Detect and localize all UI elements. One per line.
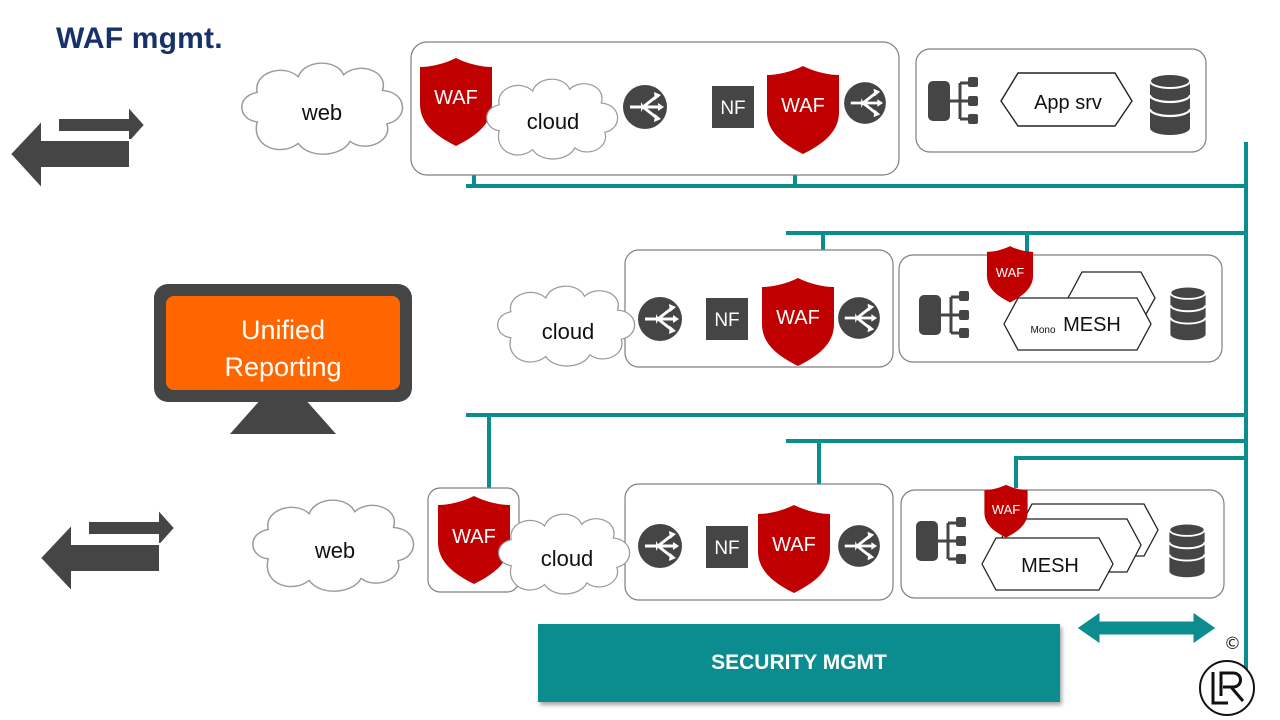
nf-box-row1: NF [712,86,754,128]
unified-reporting-monitor [154,284,412,434]
unified-reporting-label: Unified Reporting [166,304,400,394]
nf-box-row2: NF [706,298,748,340]
mesh-stack-row3: MESH [981,503,1159,591]
cloud-row2: cloud [497,285,636,367]
web-cloud-row1: web [241,62,404,155]
client-arrows-bottom [38,506,177,595]
load-balancer-icon [836,295,882,341]
waf-shield-row3-edge: WAF [438,496,510,584]
security-mgmt-banner: SECURITY MGMT [538,624,1060,702]
mesh-label: MESH [1063,314,1121,336]
mono-label: Mono [1030,325,1055,336]
waf-label: WAF [996,265,1024,280]
load-balancer-icon [636,522,684,570]
cloud-row1: cloud [486,78,619,160]
waf-label: WAF [781,95,825,117]
nf-label: NF [720,98,745,119]
waf-shield-row1-edge: WAF [420,58,492,146]
web-label: web [314,538,355,563]
bidirectional-arrow [1076,611,1217,645]
load-balancer-icon [836,523,882,569]
waf-shield-row1-cloud: WAF [767,66,839,154]
nf-box-row3: NF [706,526,748,568]
database-icon [1148,72,1192,137]
web-cloud-row3: web [252,499,415,592]
cloud-label: cloud [527,109,580,134]
load-balancer-icon [842,80,888,126]
waf-shield-row3-mesh: WAF [984,484,1028,538]
connection-lines [466,142,1248,685]
waf-shield-row3-cloud: WAF [758,505,830,593]
database-icon [1168,522,1206,579]
waf-shield-row2-mesh: WAF [986,246,1034,303]
load-balancer-icon [621,83,669,131]
mesh-stack-row2: Mono MESH [1003,271,1156,351]
unified-reporting-line2: Reporting [224,352,342,382]
app-server-label: App srv [1034,92,1102,114]
waf-shield-row2-cloud: WAF [762,278,834,366]
waf-label: WAF [776,307,820,329]
load-balancer-icon [636,295,684,343]
lr-logo [1199,660,1255,716]
client-arrows-top [8,103,147,192]
waf-label: WAF [772,534,816,556]
app-server-hexagon: App srv [1000,72,1133,127]
mesh-label: MESH [1021,555,1079,577]
waf-label: WAF [992,502,1020,517]
nf-label: NF [714,310,739,331]
cloud-label: cloud [541,546,594,571]
waf-label: WAF [452,526,496,548]
page-title: WAF mgmt. [56,22,223,55]
cloud-row3: cloud [498,513,631,595]
web-label: web [301,100,342,125]
copyright-symbol: © [1224,634,1241,654]
nf-label: NF [714,538,739,559]
cloud-label: cloud [542,319,595,344]
unified-reporting-line1: Unified [240,315,326,345]
waf-label: WAF [434,87,478,109]
database-icon [1169,285,1207,342]
